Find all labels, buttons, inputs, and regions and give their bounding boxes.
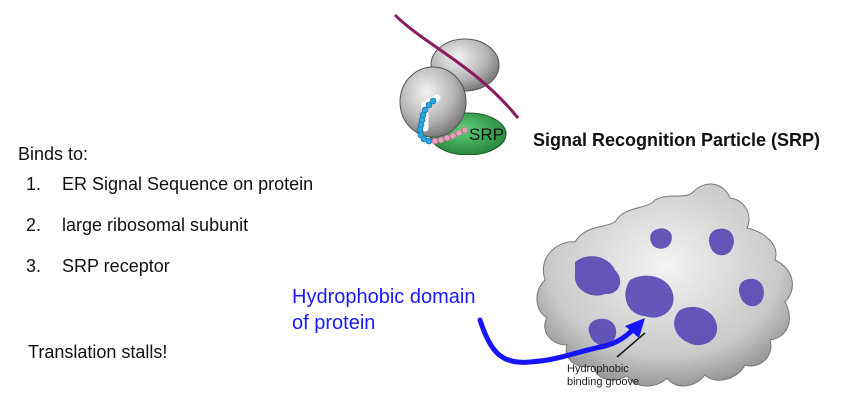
arrow-head	[625, 318, 645, 338]
translation-stalls-note: Translation stalls!	[28, 342, 168, 362]
list-item: 2. large ribosomal subunit	[26, 215, 313, 256]
list-item: 3. SRP receptor	[26, 256, 313, 297]
hydrophobic-domain-arrow	[477, 317, 638, 365]
signal-sequence-beads	[416, 97, 437, 145]
list-number: 3.	[26, 256, 42, 276]
domain-label-line1: Hydrophobic domain	[292, 286, 476, 308]
list-number: 2.	[26, 215, 42, 235]
domain-label-line2: of protein	[292, 312, 376, 334]
srp-figure-label: SRP	[469, 125, 504, 144]
list-text: SRP receptor	[62, 256, 170, 276]
groove-label-line2: binding groove	[567, 376, 639, 388]
srp-ribosome-illustration: SRP	[393, 13, 520, 155]
list-number: 1.	[26, 174, 42, 194]
srp-protein-surface-illustration: Hydrophobic binding groove	[477, 183, 793, 388]
list-text: large ribosomal subunit	[62, 215, 249, 235]
list-item: 1. ER Signal Sequence on protein	[26, 174, 313, 215]
list-text: ER Signal Sequence on protein	[62, 174, 314, 194]
hydrophobic-patches	[574, 228, 764, 346]
mrna-strand	[393, 13, 520, 119]
groove-pointer-line	[616, 332, 646, 358]
groove-label-line1: Hydrophobic	[567, 363, 629, 375]
hydrophobic-domain-label: Hydrophobic domain of protein	[292, 284, 475, 336]
srp-title: Signal Recognition Particle (SRP)	[533, 130, 821, 150]
binding-targets-list: 1. ER Signal Sequence on protein 2. larg…	[26, 174, 313, 297]
binds-to-heading: Binds to:	[18, 144, 89, 164]
nascent-chain-beads	[431, 126, 469, 145]
